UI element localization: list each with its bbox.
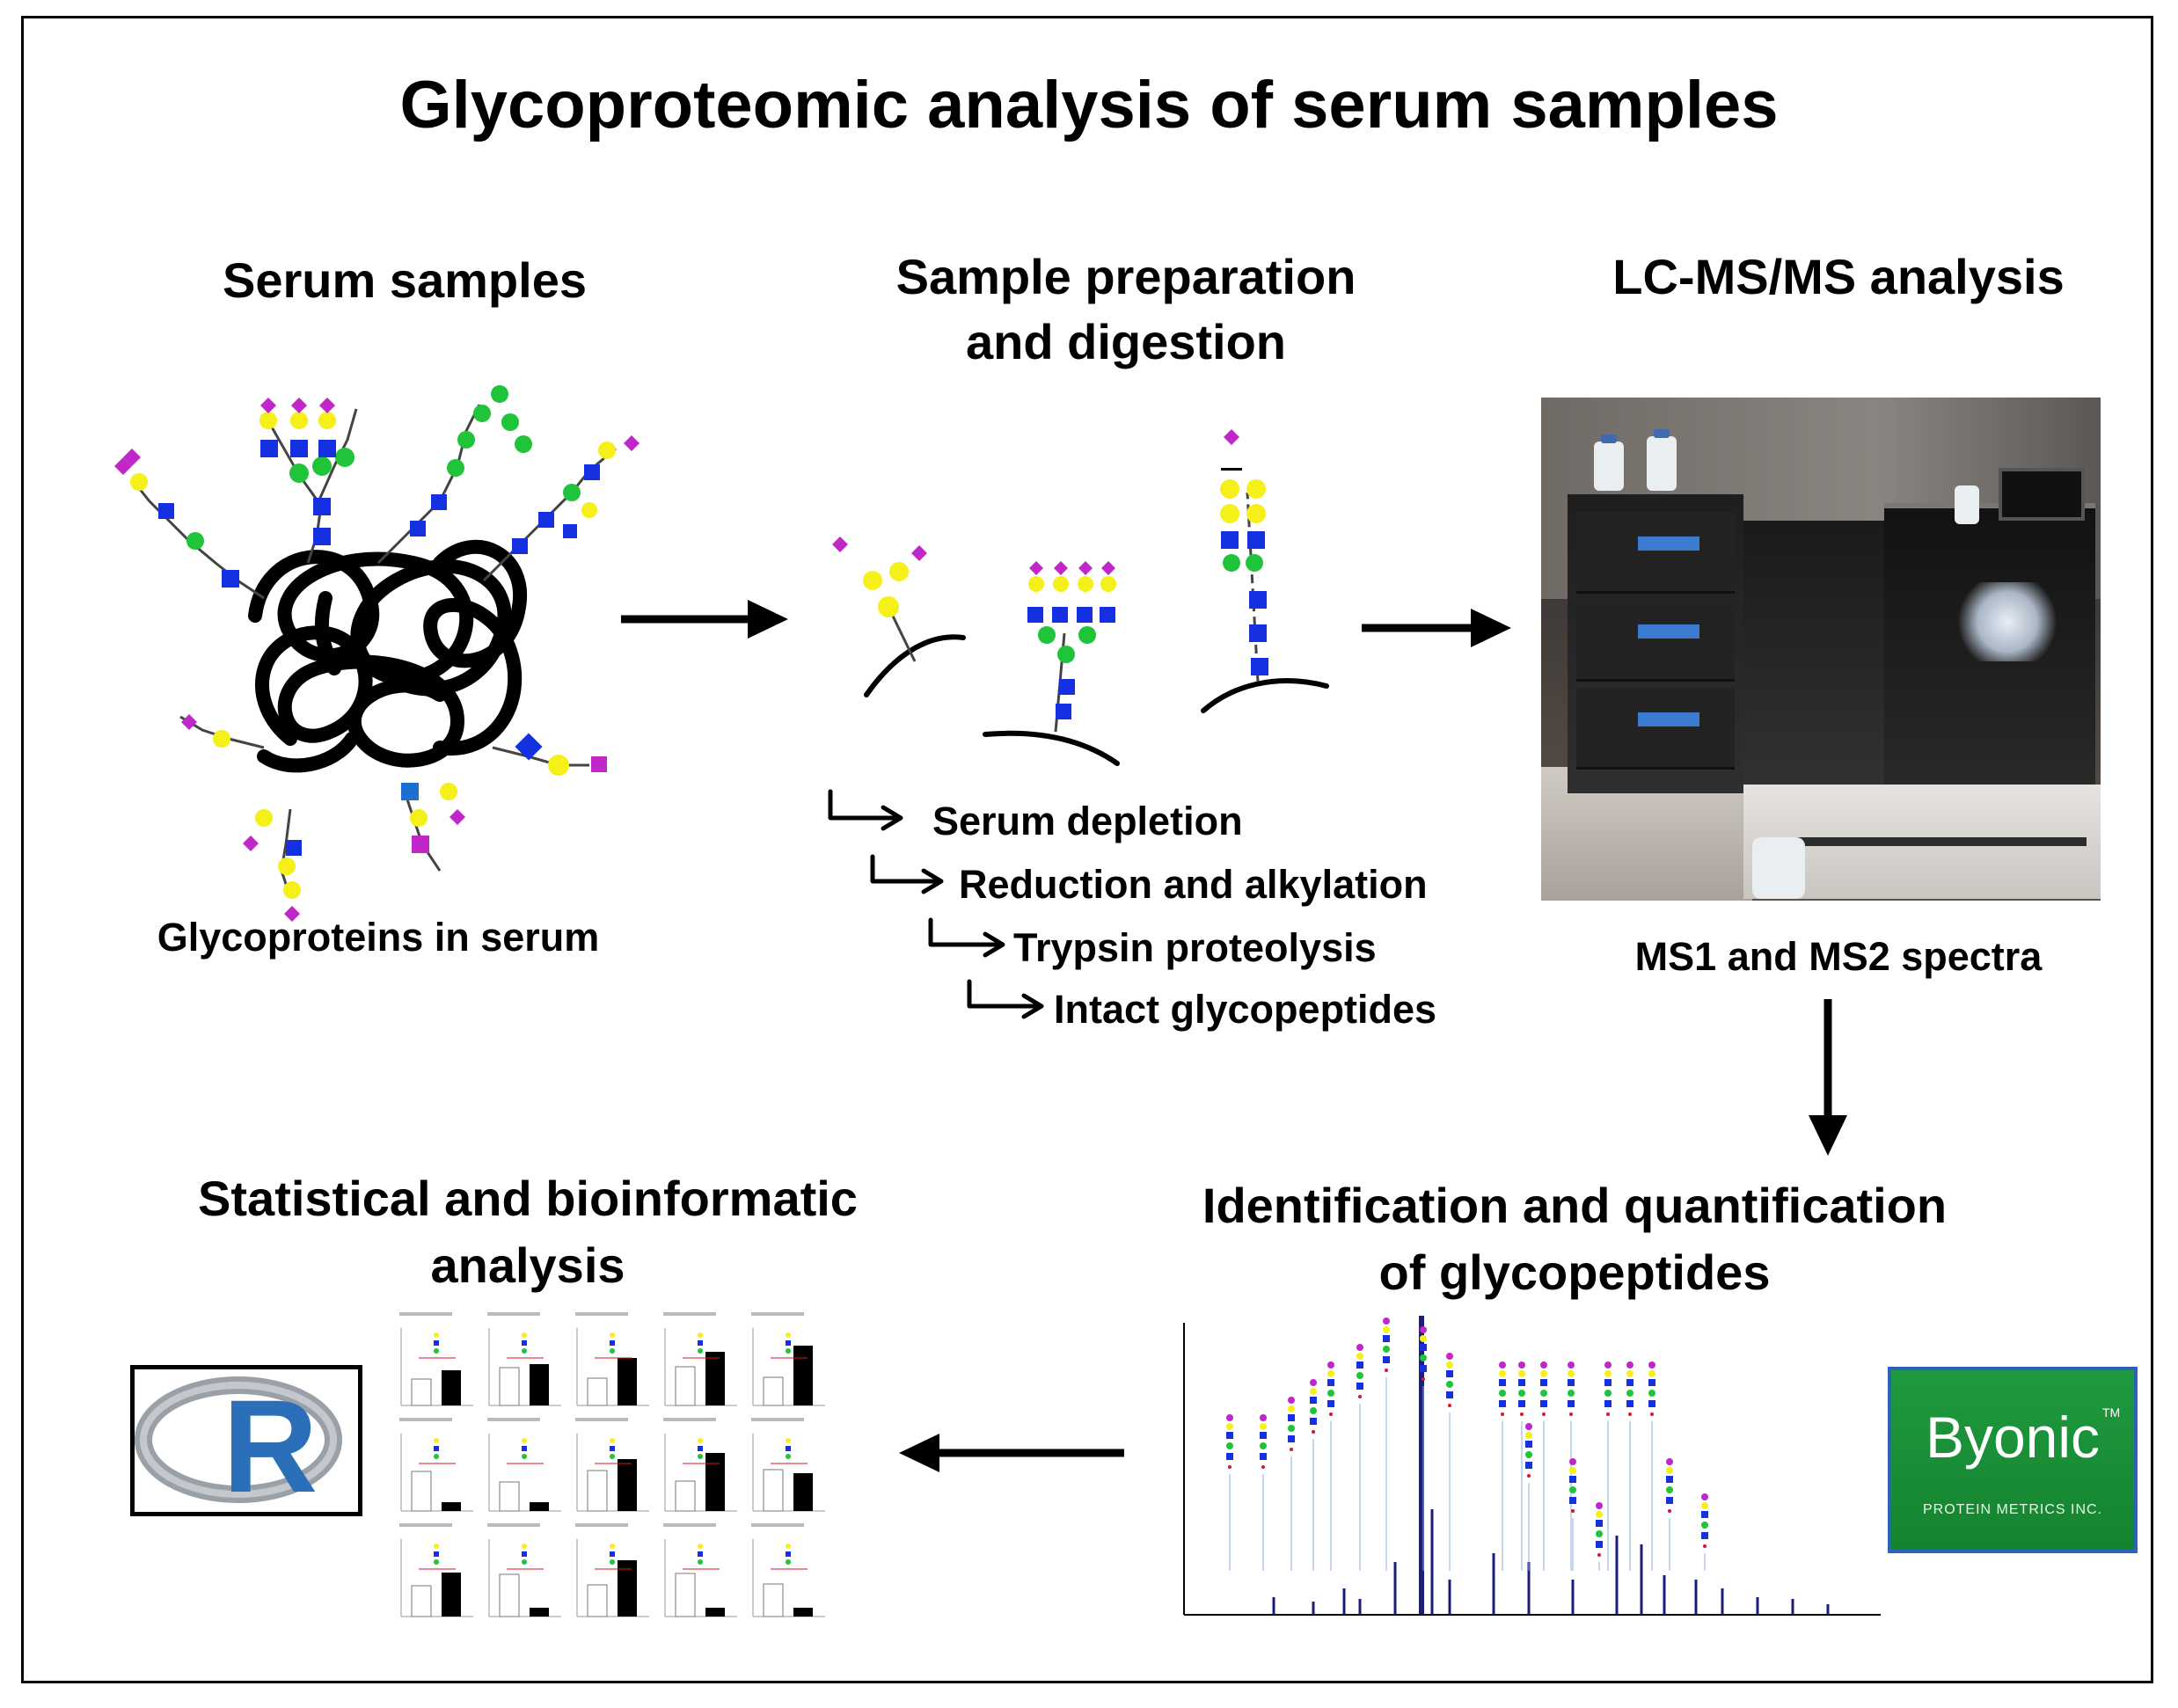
- lcms-caption: MS1 and MS2 spectra: [1634, 934, 2043, 979]
- glycan-stack: [1446, 1353, 1453, 1571]
- glycan-stack: [1568, 1361, 1575, 1571]
- serum-caption: Glycoproteins in serum: [157, 915, 600, 960]
- stat-panel: [399, 1418, 473, 1512]
- glycan-stack: [1540, 1361, 1547, 1571]
- glycan-stack: [1327, 1361, 1334, 1571]
- solvent-bottle: [1955, 485, 1979, 524]
- statistical-heading-line2: analysis: [430, 1237, 625, 1293]
- glycan-stack: [1626, 1361, 1634, 1571]
- arrow-right-2: [1471, 609, 1511, 647]
- identification-heading-line2: of glycopeptides: [1378, 1245, 1771, 1300]
- sialic-acid-diamond: [123, 449, 141, 466]
- stat-panel: [663, 1523, 737, 1617]
- glycan-stack: [1569, 1458, 1576, 1571]
- arrow-down: [1809, 1115, 1847, 1156]
- r-logo-mark: [135, 1376, 342, 1503]
- glycopeptide-glycans: [832, 429, 1268, 733]
- protein-glycans: [130, 404, 617, 898]
- step-trypsin-proteolysis: Trypsin proteolysis: [1013, 925, 1377, 970]
- glcnac-square: [222, 570, 239, 588]
- glycan-stack: [1518, 1361, 1525, 1571]
- glycan-stack: [1596, 1502, 1603, 1571]
- bottle-cap: [1654, 429, 1670, 438]
- glycan-stack: [1525, 1423, 1532, 1571]
- glycan-stack: [1648, 1361, 1655, 1571]
- glycan-stack: [1310, 1379, 1317, 1571]
- byonic-trademark: TM: [2102, 1405, 2121, 1420]
- instrument-screen: [1999, 468, 2085, 521]
- protein-tangle: [248, 539, 528, 773]
- lcms-instrument-photo: [1541, 398, 2101, 901]
- step-arrows: [828, 789, 1044, 1019]
- serum-samples-heading: Serum samples: [223, 252, 587, 308]
- spectrum-peaks: [1272, 1316, 1830, 1615]
- glycan-stack: [1383, 1317, 1390, 1571]
- flow-arrows: [621, 600, 1847, 1472]
- glycan-stack: [1666, 1458, 1673, 1571]
- r-logo: R: [130, 1365, 362, 1516]
- bottle-cap: [1601, 434, 1617, 443]
- glycan-stack: [1288, 1397, 1295, 1571]
- figure-title: Glycoproteomic analysis of serum samples: [399, 68, 1779, 142]
- glycan-stack: [1356, 1344, 1363, 1571]
- ion-source: [1743, 521, 1893, 802]
- step-intact-glycopeptides: Intact glycopeptides: [1054, 987, 1437, 1032]
- lc-system: [1568, 494, 1743, 793]
- stat-panel: [575, 1523, 649, 1617]
- glycan-stack: [1420, 1326, 1427, 1571]
- r-logo-letter: R: [223, 1372, 318, 1520]
- glycan-stack: [1226, 1414, 1233, 1571]
- stat-panel: [487, 1312, 561, 1406]
- stat-panel: [751, 1312, 825, 1406]
- sample-preparation-heading-line2: and digestion: [966, 314, 1286, 369]
- figure-frame: [21, 16, 2153, 1683]
- lcms-heading: LC-MS/MS analysis: [1612, 249, 2065, 304]
- stat-panel: [751, 1523, 825, 1617]
- stat-panel: [399, 1312, 473, 1406]
- arrow-right-1: [748, 600, 788, 639]
- step-serum-depletion: Serum depletion: [932, 799, 1243, 843]
- byonic-name: Byonic: [1925, 1405, 2101, 1470]
- byonic-logo: Byonic TM PROTEIN METRICS INC.: [1888, 1367, 2138, 1553]
- stat-panel: [663, 1312, 737, 1406]
- glycan-stack: [1604, 1361, 1612, 1571]
- statistical-panels: [387, 1303, 830, 1620]
- glycan-stack: [1701, 1493, 1708, 1571]
- glycan-stack: [1260, 1414, 1267, 1571]
- ms-spectrum: [1183, 1316, 1881, 1616]
- stat-panel: [575, 1418, 649, 1512]
- identification-heading-line1: Identification and quantification: [1202, 1178, 1948, 1233]
- arrow-left: [899, 1434, 939, 1472]
- stat-panel: [663, 1418, 737, 1512]
- stat-panel: [575, 1312, 649, 1406]
- spectrum-glycan-annotations: [1226, 1317, 1708, 1571]
- solvent-bottle: [1647, 436, 1677, 491]
- solvent-bottle: [1594, 442, 1624, 491]
- byonic-company: PROTEIN METRICS INC.: [1922, 1502, 2102, 1517]
- step-reduction-alkylation: Reduction and alkylation: [959, 862, 1428, 907]
- sample-preparation-heading-line1: Sample preparation: [895, 249, 1356, 304]
- glycan-stack: [1499, 1361, 1506, 1571]
- statistical-heading-line1: Statistical and bioinformatic: [198, 1171, 858, 1226]
- stat-panel: [487, 1523, 561, 1617]
- stat-panel: [487, 1418, 561, 1512]
- galactose-circle: [130, 473, 148, 491]
- waste-bottle: [1752, 837, 1805, 899]
- source-light: [1955, 582, 2060, 661]
- glycan-monosaccharides: [114, 385, 640, 922]
- glycopeptides: [864, 634, 1329, 766]
- stat-panel: [399, 1523, 473, 1617]
- mannose-circle: [186, 532, 204, 550]
- glcnac-square: [158, 503, 174, 519]
- stat-panel: [751, 1418, 825, 1512]
